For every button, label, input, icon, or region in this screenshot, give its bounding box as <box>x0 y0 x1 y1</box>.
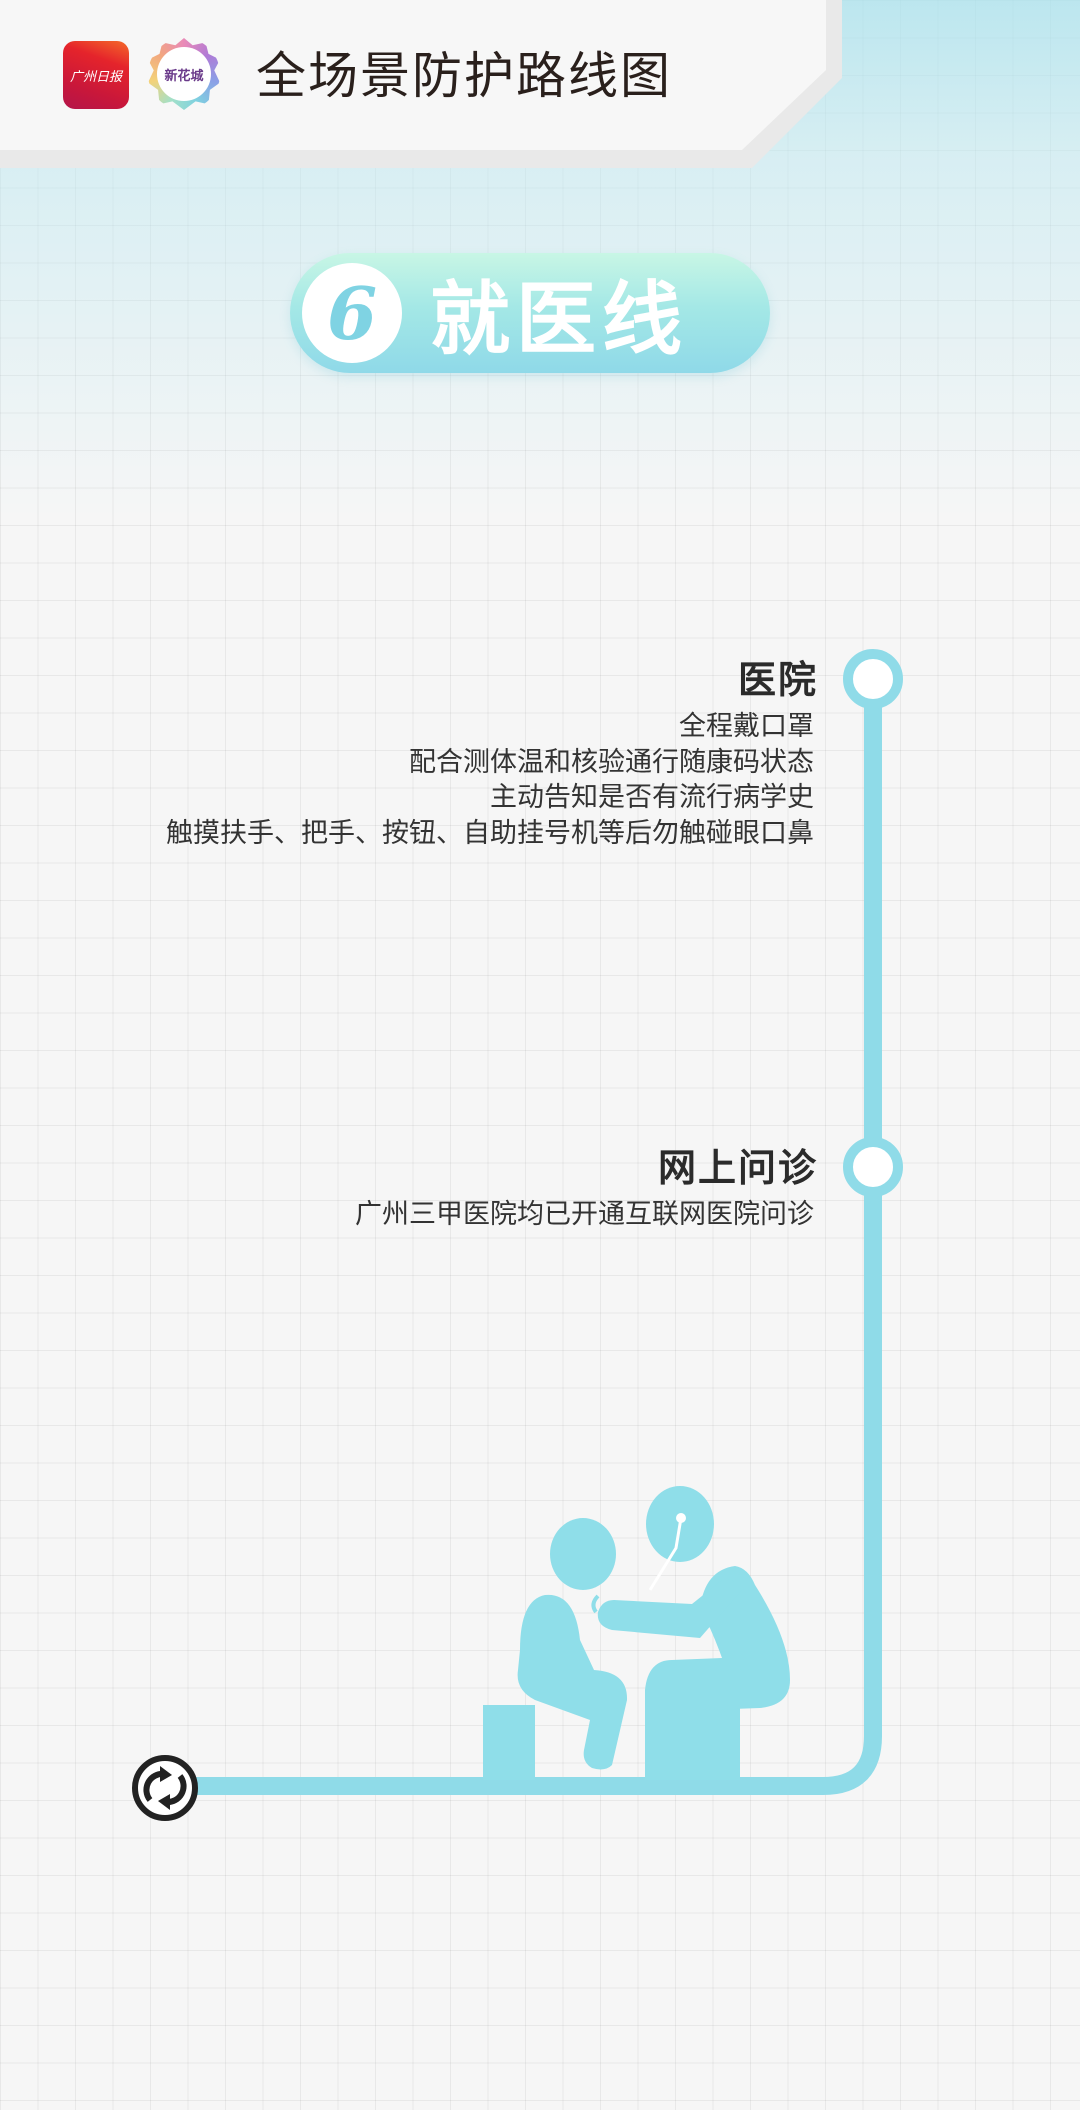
route-line <box>165 679 882 1795</box>
section-number: 6 <box>326 270 378 356</box>
stop-title-online-consultation: 网上问诊 <box>657 1146 818 1190</box>
header-card <box>0 0 826 150</box>
stop-title-hospital: 医院 <box>737 658 818 702</box>
xinhuacheng-logo: 新花城 <box>148 38 220 110</box>
page-title: 全场景防护路线图 <box>256 47 672 105</box>
section-number-badge: 6 <box>302 263 402 363</box>
detail-line: 触摸扶手、把手、按钮、自助挂号机等后勿触碰眼口鼻 <box>166 817 814 849</box>
stop-details-online-consultation: 广州三甲医院均已开通互联网医院问诊 <box>355 1197 814 1233</box>
detail-line: 配合测体温和核验通行随康码状态 <box>409 746 814 778</box>
guangzhou-daily-logo: 广州日报 <box>63 41 129 109</box>
detail-line: 全程戴口罩 <box>679 711 814 742</box>
stop-details-hospital: 全程戴口罩 配合测体温和核验通行随康码状态 主动告知是否有流行病学史 触摸扶手、… <box>166 709 814 851</box>
stop-marker-online <box>843 1137 903 1197</box>
guangzhou-daily-logo-text: 广州日报 <box>69 69 122 85</box>
doctor-patient-icon <box>483 1486 790 1780</box>
detail-line: 广州三甲医院均已开通互联网医院问诊 <box>355 1199 814 1230</box>
stop-marker-hospital <box>843 649 903 709</box>
section-title: 就医线 <box>430 273 688 366</box>
detail-line: 主动告知是否有流行病学史 <box>490 782 814 813</box>
xinhuacheng-logo-text: 新花城 <box>164 68 204 84</box>
transfer-icon <box>132 1755 198 1821</box>
